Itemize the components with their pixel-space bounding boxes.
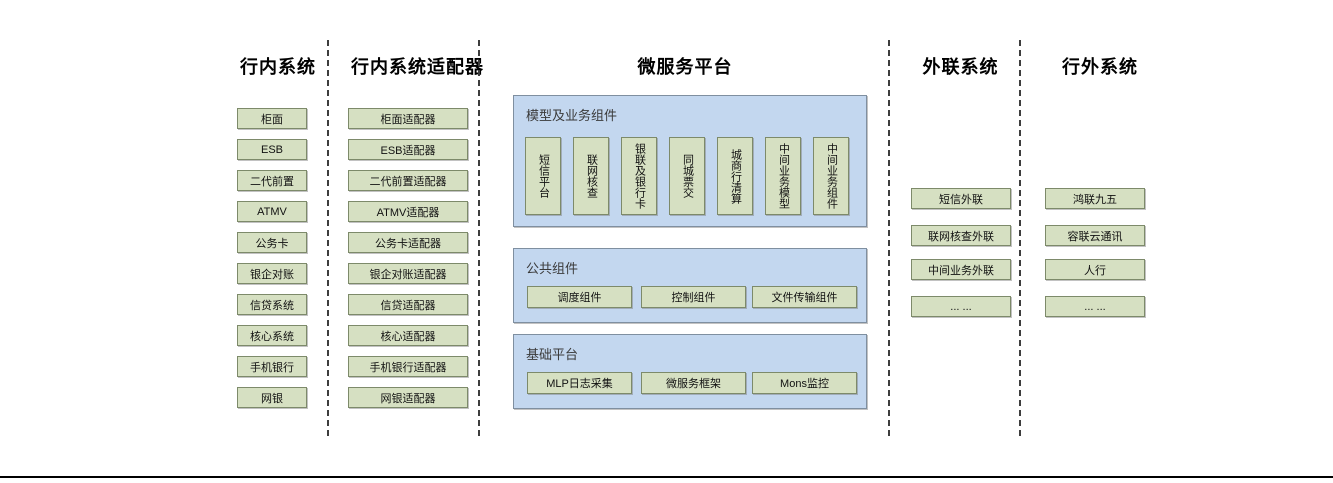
node-outside-bank-system[interactable]: 容联云通讯 (1045, 225, 1145, 246)
node-internal-adapter[interactable]: 柜面适配器 (348, 108, 468, 129)
node-external-link-system[interactable]: 中间业务外联 (911, 259, 1011, 280)
column-title-outside-bank-systems: 行外系统 (1062, 57, 1138, 77)
node-internal-system[interactable]: 核心系统 (237, 325, 307, 346)
node-internal-system[interactable]: 公务卡 (237, 232, 307, 253)
node-model-business-component[interactable]: 短信平台 (525, 137, 561, 215)
node-internal-adapter[interactable]: 银企对账适配器 (348, 263, 468, 284)
column-title-internal-systems: 行内系统 (240, 57, 316, 77)
divider-2 (478, 40, 480, 436)
node-internal-system[interactable]: 二代前置 (237, 170, 307, 191)
panel-public-components: 公共组件 (513, 248, 867, 323)
node-internal-system[interactable]: 柜面 (237, 108, 307, 129)
node-model-business-component[interactable]: 中间业务组件 (813, 137, 849, 215)
node-internal-adapter[interactable]: ATMV适配器 (348, 201, 468, 222)
divider-3 (888, 40, 890, 436)
node-model-business-component[interactable]: 中间业务模型 (765, 137, 801, 215)
node-base-platform-component[interactable]: MLP日志采集 (527, 372, 632, 394)
node-model-business-component[interactable]: 银联及银行卡 (621, 137, 657, 215)
node-external-link-system[interactable]: 联网核查外联 (911, 225, 1011, 246)
divider-1 (327, 40, 329, 436)
node-model-business-component[interactable]: 联网核查 (573, 137, 609, 215)
node-internal-system[interactable]: 银企对账 (237, 263, 307, 284)
node-base-platform-component[interactable]: 微服务框架 (641, 372, 746, 394)
node-external-link-system[interactable]: 短信外联 (911, 188, 1011, 209)
panel-label-model-business-components: 模型及业务组件 (526, 108, 618, 123)
panel-label-public-components: 公共组件 (526, 261, 579, 276)
node-public-component[interactable]: 调度组件 (527, 286, 632, 308)
column-title-external-link-systems: 外联系统 (922, 57, 999, 77)
panel-label-base-platform: 基础平台 (526, 347, 579, 362)
node-external-link-system[interactable]: ... ... (911, 296, 1011, 317)
node-internal-system[interactable]: ATMV (237, 201, 307, 222)
node-internal-system[interactable]: 网银 (237, 387, 307, 408)
divider-4 (1019, 40, 1021, 436)
node-public-component[interactable]: 控制组件 (641, 286, 746, 308)
node-outside-bank-system[interactable]: ... ... (1045, 296, 1145, 317)
node-internal-system[interactable]: 信贷系统 (237, 294, 307, 315)
node-internal-system[interactable]: 手机银行 (237, 356, 307, 377)
node-internal-adapter[interactable]: 二代前置适配器 (348, 170, 468, 191)
node-model-business-component[interactable]: 同城票交 (669, 137, 705, 215)
node-model-business-component[interactable]: 城商行清算 (717, 137, 753, 215)
bottom-rule (0, 476, 1333, 478)
column-title-microservice-platform: 微服务平台 (637, 57, 733, 77)
node-internal-adapter[interactable]: 手机银行适配器 (348, 356, 468, 377)
node-outside-bank-system[interactable]: 人行 (1045, 259, 1145, 280)
column-title-internal-adapters: 行内系统适配器 (351, 57, 484, 77)
node-internal-adapter[interactable]: 公务卡适配器 (348, 232, 468, 253)
node-internal-system[interactable]: ESB (237, 139, 307, 160)
node-internal-adapter[interactable]: ESB适配器 (348, 139, 468, 160)
node-internal-adapter[interactable]: 核心适配器 (348, 325, 468, 346)
node-outside-bank-system[interactable]: 鸿联九五 (1045, 188, 1145, 209)
node-public-component[interactable]: 文件传输组件 (752, 286, 857, 308)
node-base-platform-component[interactable]: Mons监控 (752, 372, 857, 394)
node-internal-adapter[interactable]: 网银适配器 (348, 387, 468, 408)
panel-base-platform: 基础平台 (513, 334, 867, 409)
node-internal-adapter[interactable]: 信贷适配器 (348, 294, 468, 315)
